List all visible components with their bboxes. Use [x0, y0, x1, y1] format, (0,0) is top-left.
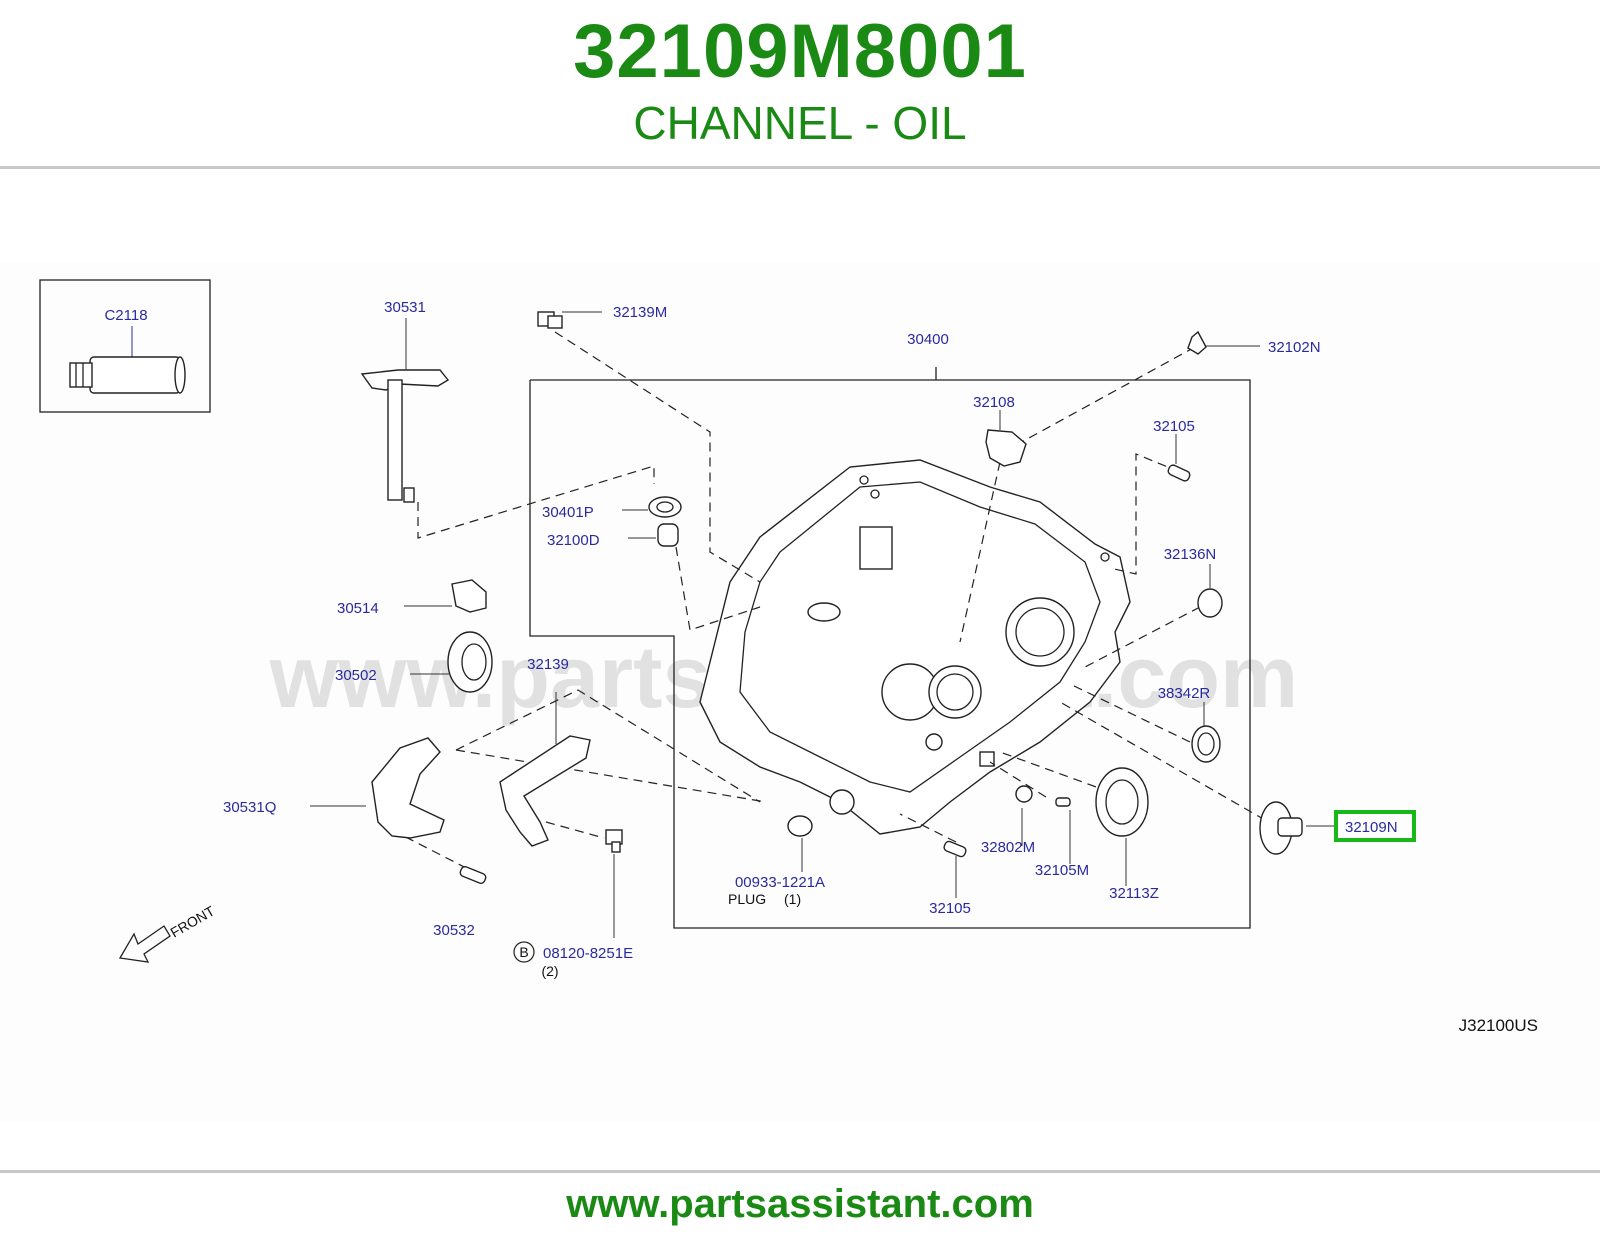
callout-30514[interactable]: 30514 [337, 600, 379, 617]
front-arrow-icon [118, 925, 171, 963]
guide-lines [391, 331, 1266, 873]
header: 32109M8001 CHANNEL - OIL [0, 0, 1600, 168]
header-divider [0, 166, 1600, 169]
front-indicator: FRONT [118, 902, 218, 963]
callout-32139M[interactable]: 32139M [613, 304, 667, 321]
parts-diagram: www.partsassistant.com C2118 [0, 262, 1600, 1122]
callout-32113Z[interactable]: 32113Z [1109, 885, 1159, 902]
front-label: FRONT [168, 902, 218, 940]
callout-labels: 30531 32139M 30400 32102N 32108 32105 30… [223, 299, 1398, 979]
callout-30400[interactable]: 30400 [907, 331, 949, 348]
callout-30532[interactable]: 30532 [433, 922, 475, 939]
callout-c2118[interactable]: C2118 [104, 307, 147, 324]
callout-08120-8251E[interactable]: 08120-8251E [543, 945, 633, 962]
callout-30502[interactable]: 30502 [335, 667, 377, 684]
callout-32105M[interactable]: 32105M [1035, 862, 1089, 879]
leader-lines [310, 311, 1334, 938]
part-name: CHANNEL - OIL [633, 97, 967, 149]
plug-qty: (1) [784, 891, 801, 907]
bolt-badge-letter: B [519, 944, 528, 960]
bolt-badge-circle [513, 941, 535, 963]
callout-32802M[interactable]: 32802M [981, 839, 1035, 856]
callout-30531Q[interactable]: 30531Q [223, 799, 276, 816]
callout-32139[interactable]: 32139 [527, 656, 569, 673]
callout-32109N[interactable]: 32109N [1345, 819, 1398, 836]
callout-30531[interactable]: 30531 [384, 299, 426, 316]
callout-38342R[interactable]: 38342R [1158, 685, 1211, 702]
part-number: 32109M8001 [573, 9, 1027, 94]
callout-32102N[interactable]: 32102N [1268, 339, 1321, 356]
assembly-frame [529, 379, 1251, 929]
footer-url[interactable]: www.partsassistant.com [566, 1182, 1034, 1226]
callout-32136N[interactable]: 32136N [1164, 546, 1217, 563]
callout-00933-1221A[interactable]: 00933-1221A [735, 874, 825, 891]
callout-30401P[interactable]: 30401P [542, 504, 594, 521]
callout-32105-top[interactable]: 32105 [1153, 418, 1195, 435]
diagram-code: J32100US [1459, 1016, 1538, 1035]
plug-label: PLUG [728, 891, 766, 907]
footer-divider [0, 1170, 1600, 1173]
inset-box: C2118 [39, 279, 211, 413]
callout-32105-bottom[interactable]: 32105 [929, 900, 971, 917]
diagram-svg: www.partsassistant.com C2118 [39, 279, 1538, 1035]
transmission-case [699, 459, 1131, 835]
callout-32108[interactable]: 32108 [973, 394, 1015, 411]
part-shapes [360, 311, 1303, 884]
bolt-qty: (2) [541, 963, 558, 979]
callout-32100D[interactable]: 32100D [547, 532, 600, 549]
highlight-box [1334, 810, 1416, 842]
